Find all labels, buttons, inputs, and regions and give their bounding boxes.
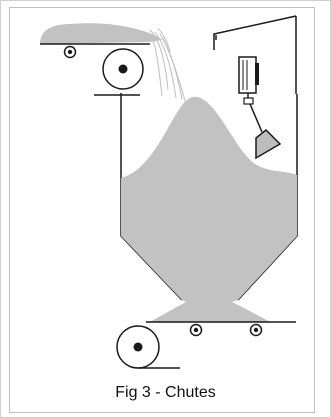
detector-paddle <box>255 128 282 160</box>
small-roller-upper <box>63 45 77 59</box>
falling-material-streams <box>149 27 187 105</box>
hopper-right-outline <box>213 15 297 50</box>
inner-frame <box>9 7 315 413</box>
figure-caption: Fig 3 - Chutes <box>115 384 216 401</box>
lower-conveyor <box>116 321 296 369</box>
detector-arm <box>249 103 263 133</box>
upper-conveyor <box>40 23 162 96</box>
material-pile <box>121 96 297 322</box>
small-roller-lower-1 <box>189 323 203 337</box>
upper-conveyor-material <box>40 23 162 44</box>
head-pulley-upper <box>102 48 144 90</box>
small-roller-lower-2 <box>249 323 263 337</box>
tail-pulley-lower <box>116 325 160 369</box>
level-detector <box>238 56 282 160</box>
